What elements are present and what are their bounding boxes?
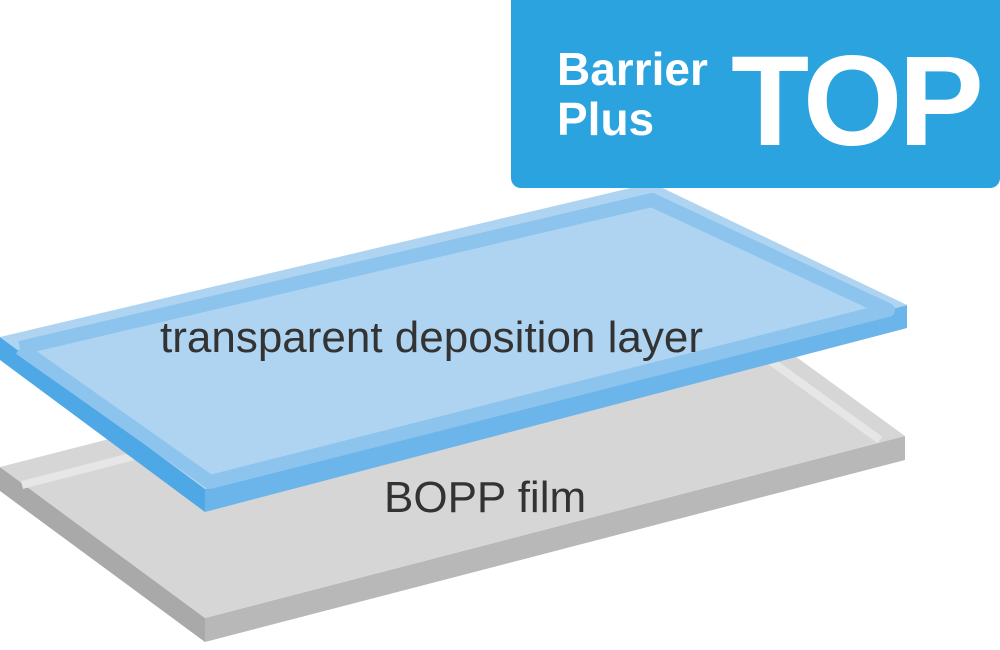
badge-word-top: TOP <box>731 30 984 173</box>
deposition-left-edge <box>0 337 205 512</box>
bopp-film-left-edge <box>0 467 205 642</box>
bopp-film-label: BOPP film <box>384 473 587 522</box>
barrier-plus-top-badge: Barrier Plus TOP <box>511 0 1000 188</box>
deposition-rim <box>15 193 895 489</box>
badge-word-barrier: Barrier <box>557 43 708 95</box>
deposition-layer <box>0 183 907 512</box>
bopp-film-right-edge <box>205 436 905 642</box>
deposition-layer-label: transparent deposition layer <box>160 313 703 362</box>
badge-word-plus: Plus <box>557 93 655 145</box>
deposition-face <box>0 183 907 489</box>
